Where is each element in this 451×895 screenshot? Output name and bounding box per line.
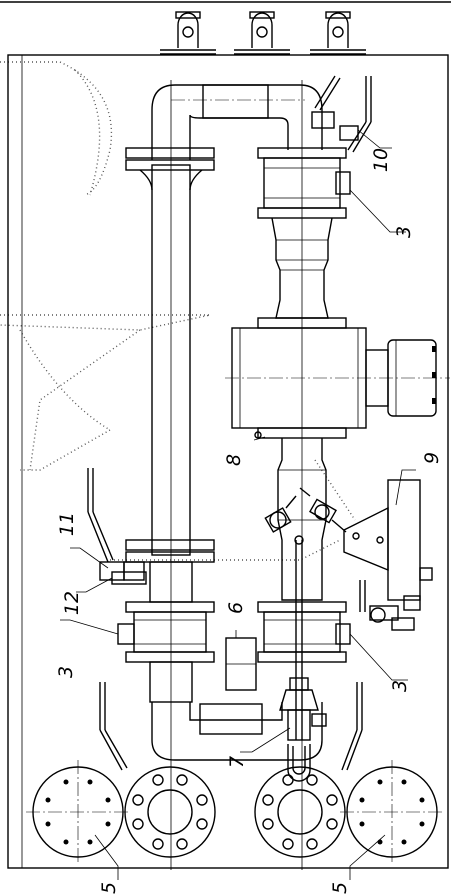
bottom-pipe: [151, 702, 323, 761]
thermometer-assembly: [279, 535, 327, 782]
callout-10: 10: [370, 148, 392, 172]
top-bend-pipe: [151, 84, 323, 160]
angled-sensors: [264, 487, 347, 533]
callout-labels: 3 3 3 5 5 6 7 8 9 10 11 12: [55, 148, 443, 894]
mounting-brackets: [160, 11, 366, 55]
flowmeter: [225, 327, 450, 439]
callout-7: 7: [226, 756, 248, 768]
callout-11: 11: [56, 512, 78, 536]
bottom-flanges: [26, 760, 444, 864]
left-filter: [111, 561, 215, 703]
callout-12: 12: [61, 591, 83, 615]
callout-3-left: 3: [55, 666, 77, 678]
mount-box: [343, 479, 433, 611]
frame: [0, 1, 451, 869]
left-vertical-pipe: [125, 80, 215, 870]
valve-handles: [87, 75, 415, 771]
leader-lines: [60, 129, 416, 880]
callout-5-right: 5: [329, 882, 351, 894]
callout-3-upper: 3: [393, 226, 415, 238]
right-lower-filter: [257, 601, 351, 663]
callout-9: 9: [421, 452, 443, 464]
callout-3-right: 3: [389, 680, 411, 692]
callout-6: 6: [225, 602, 247, 614]
callout-8: 8: [223, 454, 245, 466]
right-upper-filter: [257, 80, 351, 870]
callout-5-left: 5: [98, 882, 120, 894]
pressure-device: [225, 637, 257, 691]
